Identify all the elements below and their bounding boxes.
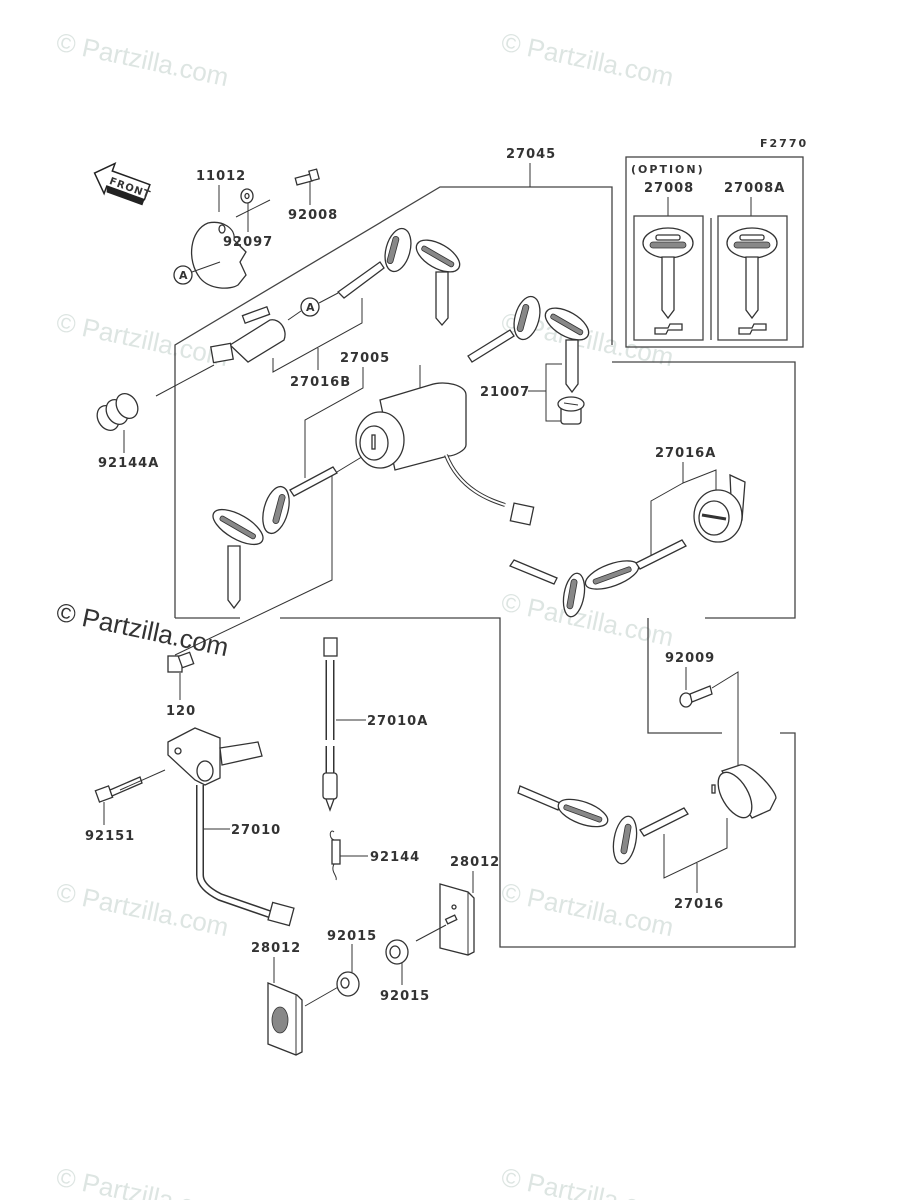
key-pair-icon: [212, 466, 338, 610]
watermark: © Partzilla.com: [499, 27, 677, 93]
key-icon: [642, 227, 694, 335]
part-92144-spring: [329, 830, 341, 881]
part-27010-side-switch: [167, 727, 295, 927]
part-92015-nut: [385, 939, 409, 965]
watermark: © Partzilla.com: [54, 1162, 232, 1200]
part-27016A-lock: [693, 473, 746, 543]
reference-marker-a-label: A: [179, 269, 188, 282]
key-pair-icon: [336, 227, 461, 326]
part-11012-plate: [190, 221, 247, 289]
part-27010A-switch: [322, 637, 338, 812]
part-120-bolt: [167, 651, 195, 673]
part-92009-screw: [679, 685, 713, 708]
part-27016B-cylinder: [210, 305, 286, 364]
part-label-92144A: 92144A: [98, 456, 159, 471]
part-label-27016A: 27016A: [655, 446, 716, 461]
watermark-prominent: © Partzilla.com: [54, 597, 232, 663]
assembly-frame-27045: [174, 186, 796, 948]
part-21007-cap: [557, 396, 585, 425]
key-pair-icon: [517, 785, 689, 865]
reference-marker-a: [300, 297, 320, 317]
part-label-92015-left: 92015: [327, 929, 377, 944]
figure-code: F2770: [760, 137, 808, 150]
watermark: © Partzilla.com: [54, 27, 232, 93]
part-28012-reflector-plate: [439, 883, 475, 956]
part-92151-bolt: [94, 776, 143, 803]
watermarks: © Partzilla.com © Partzilla.com © Partzi…: [54, 27, 677, 1200]
part-label-92009: 92009: [665, 651, 715, 666]
part-label-27008: 27008: [644, 181, 694, 196]
part-label-11012: 11012: [196, 169, 246, 184]
part-27016-lock-housing: [711, 764, 777, 819]
key-pair-icon: [467, 295, 590, 394]
watermark: © Partzilla.com: [54, 307, 232, 373]
part-label-27005: 27005: [340, 351, 390, 366]
part-label-92015-right: 92015: [380, 989, 430, 1004]
part-label-92151: 92151: [85, 829, 135, 844]
part-label-27016: 27016: [674, 897, 724, 912]
watermark: © Partzilla.com: [499, 587, 677, 653]
option-box: (OPTION) 27008 27008A: [625, 156, 804, 348]
part-label-27008A: 27008A: [724, 181, 785, 196]
part-92015-nut: [336, 971, 360, 997]
key-icon: [726, 227, 778, 335]
watermark: © Partzilla.com: [499, 1162, 677, 1200]
part-27005-ignition-switch: [355, 382, 535, 526]
part-label-92097: 92097: [223, 235, 273, 250]
part-label-28012-left: 28012: [251, 941, 301, 956]
option-heading: (OPTION): [631, 163, 705, 176]
part-label-92144: 92144: [370, 850, 420, 865]
part-label-120: 120: [166, 704, 196, 719]
part-label-92008: 92008: [288, 208, 338, 223]
front-arrow-icon: FRONT: [93, 162, 152, 206]
key-pair-icon: [509, 539, 687, 618]
part-28012-emblem-plate: [267, 982, 303, 1056]
part-label-28012-right: 28012: [450, 855, 500, 870]
part-92097-washer: [240, 188, 254, 204]
part-label-27045: 27045: [506, 147, 556, 162]
part-92144A-spring: [96, 393, 139, 431]
part-label-27016B: 27016B: [290, 375, 351, 390]
part-label-27010: 27010: [231, 823, 281, 838]
part-label-27010A: 27010A: [367, 714, 428, 729]
reference-marker-a: [173, 265, 193, 285]
reference-marker-a-label: A: [306, 301, 315, 314]
watermark: © Partzilla.com: [499, 877, 677, 943]
part-label-21007: 21007: [480, 385, 530, 400]
part-92008-bolt: [294, 168, 320, 186]
